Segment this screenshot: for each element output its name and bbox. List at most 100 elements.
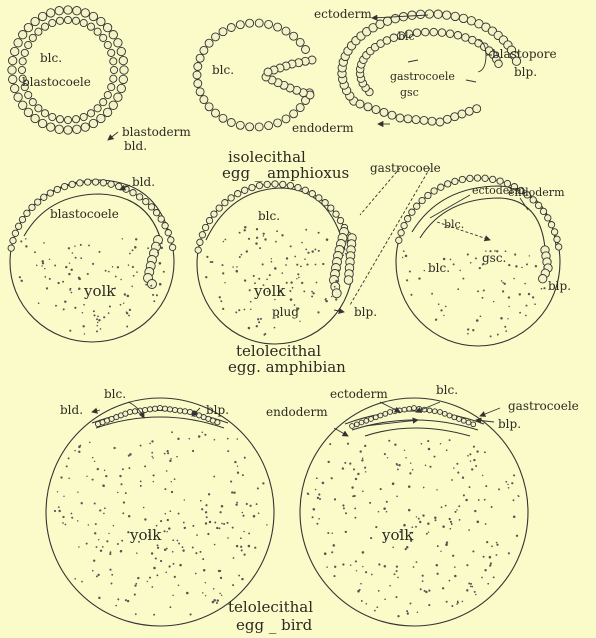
cell [302, 46, 310, 54]
yolk-granule [134, 246, 137, 249]
yolk-granule [480, 315, 482, 317]
yolk-granule [285, 264, 287, 266]
yolk-granule [398, 464, 400, 466]
yolk-granule [292, 287, 294, 289]
yolk-granule [410, 603, 412, 605]
yolk-granule [171, 491, 173, 493]
yolk-granule [172, 539, 174, 541]
cell [212, 109, 220, 117]
yolk-granule [345, 531, 347, 533]
yolk-granule [171, 481, 172, 482]
yolk-granule [296, 264, 298, 266]
yolk-granule [326, 238, 329, 241]
cell [369, 417, 374, 422]
yolk-granule [250, 309, 251, 310]
yolk-granule [128, 264, 130, 266]
yolk-granule [62, 281, 64, 283]
yolk-granule [196, 534, 198, 536]
yolk-granule [394, 444, 396, 446]
yolk-granule [145, 284, 147, 286]
yolk-granule [408, 485, 411, 488]
yolk-granule [219, 511, 221, 513]
cell [282, 115, 290, 123]
yolk-granule [86, 543, 88, 545]
yolk-granule [168, 527, 170, 529]
yolk-granule [129, 253, 131, 255]
yolk-granule [46, 287, 48, 289]
cell [55, 125, 63, 133]
yolk-granule [253, 275, 255, 277]
cell [18, 66, 25, 73]
cell [24, 23, 32, 31]
yolk-granule [449, 518, 451, 520]
yolk-granule [135, 238, 137, 240]
cell [296, 104, 304, 112]
yolk-granule [220, 300, 222, 302]
cell [64, 6, 72, 14]
yolk-granule [152, 457, 154, 459]
yolk-granule [483, 556, 485, 558]
cell [73, 7, 81, 15]
yolk-granule [172, 595, 173, 596]
yolk-granule [477, 521, 480, 524]
yolk-granule [80, 257, 82, 259]
yolk-granule [233, 557, 235, 559]
yolk-granule [219, 593, 221, 595]
yolk-granule [355, 478, 357, 480]
yolk-granule [135, 583, 137, 585]
yolk-granule [303, 290, 305, 292]
yolk-granule [319, 498, 321, 500]
yolk-granule [241, 254, 243, 256]
cell [117, 47, 125, 55]
yolk-granule [458, 505, 460, 507]
yolk-granule [331, 532, 332, 533]
cell [249, 184, 255, 190]
yolk-granule [502, 282, 503, 283]
label-yolk: yolk [83, 282, 116, 300]
cell [447, 413, 452, 418]
yolk-granule [151, 440, 153, 442]
cell [69, 181, 75, 187]
yolk-granule [316, 523, 318, 525]
yolk-granule [347, 443, 349, 445]
cell [442, 411, 447, 416]
yolk-granule [357, 473, 359, 475]
yolk-granule [451, 479, 453, 481]
yolk-granule [64, 300, 66, 302]
yolk-granule [92, 263, 94, 265]
yolk-granule [80, 244, 82, 246]
yolk-granule [290, 245, 292, 247]
yolk-granule [474, 510, 476, 512]
yolk-granule [214, 522, 216, 524]
yolk-granule [403, 250, 405, 252]
yolk-granule [25, 245, 27, 247]
cell [332, 289, 341, 298]
yolk-granule [413, 566, 415, 568]
cell [290, 32, 298, 40]
yolk-granule [104, 507, 106, 509]
yolk-granule [195, 552, 197, 554]
yolk-granule [482, 297, 484, 299]
yolk-granule [81, 581, 83, 583]
yolk-granule [236, 545, 238, 547]
cell [152, 406, 157, 411]
cell [372, 106, 380, 114]
yolk-granule [57, 282, 59, 284]
cell [359, 420, 364, 425]
yolk-granule [305, 249, 307, 251]
yolk-granule [240, 546, 242, 548]
yolk-granule [422, 580, 424, 582]
yolk-granule [108, 533, 109, 534]
yolk-granule [192, 547, 194, 549]
yolk-granule [223, 523, 225, 525]
yolk-granule [342, 563, 344, 565]
caption-egg-bird: egg _ bird [236, 616, 313, 634]
cell [373, 415, 378, 420]
yolk-granule [136, 271, 138, 273]
yolk-granule [97, 325, 99, 327]
yolk-granule [244, 457, 246, 459]
yolk-granule [313, 508, 316, 511]
yolk-granule [305, 229, 307, 231]
yolk-granule [334, 566, 336, 568]
yolk-granule [462, 278, 464, 280]
